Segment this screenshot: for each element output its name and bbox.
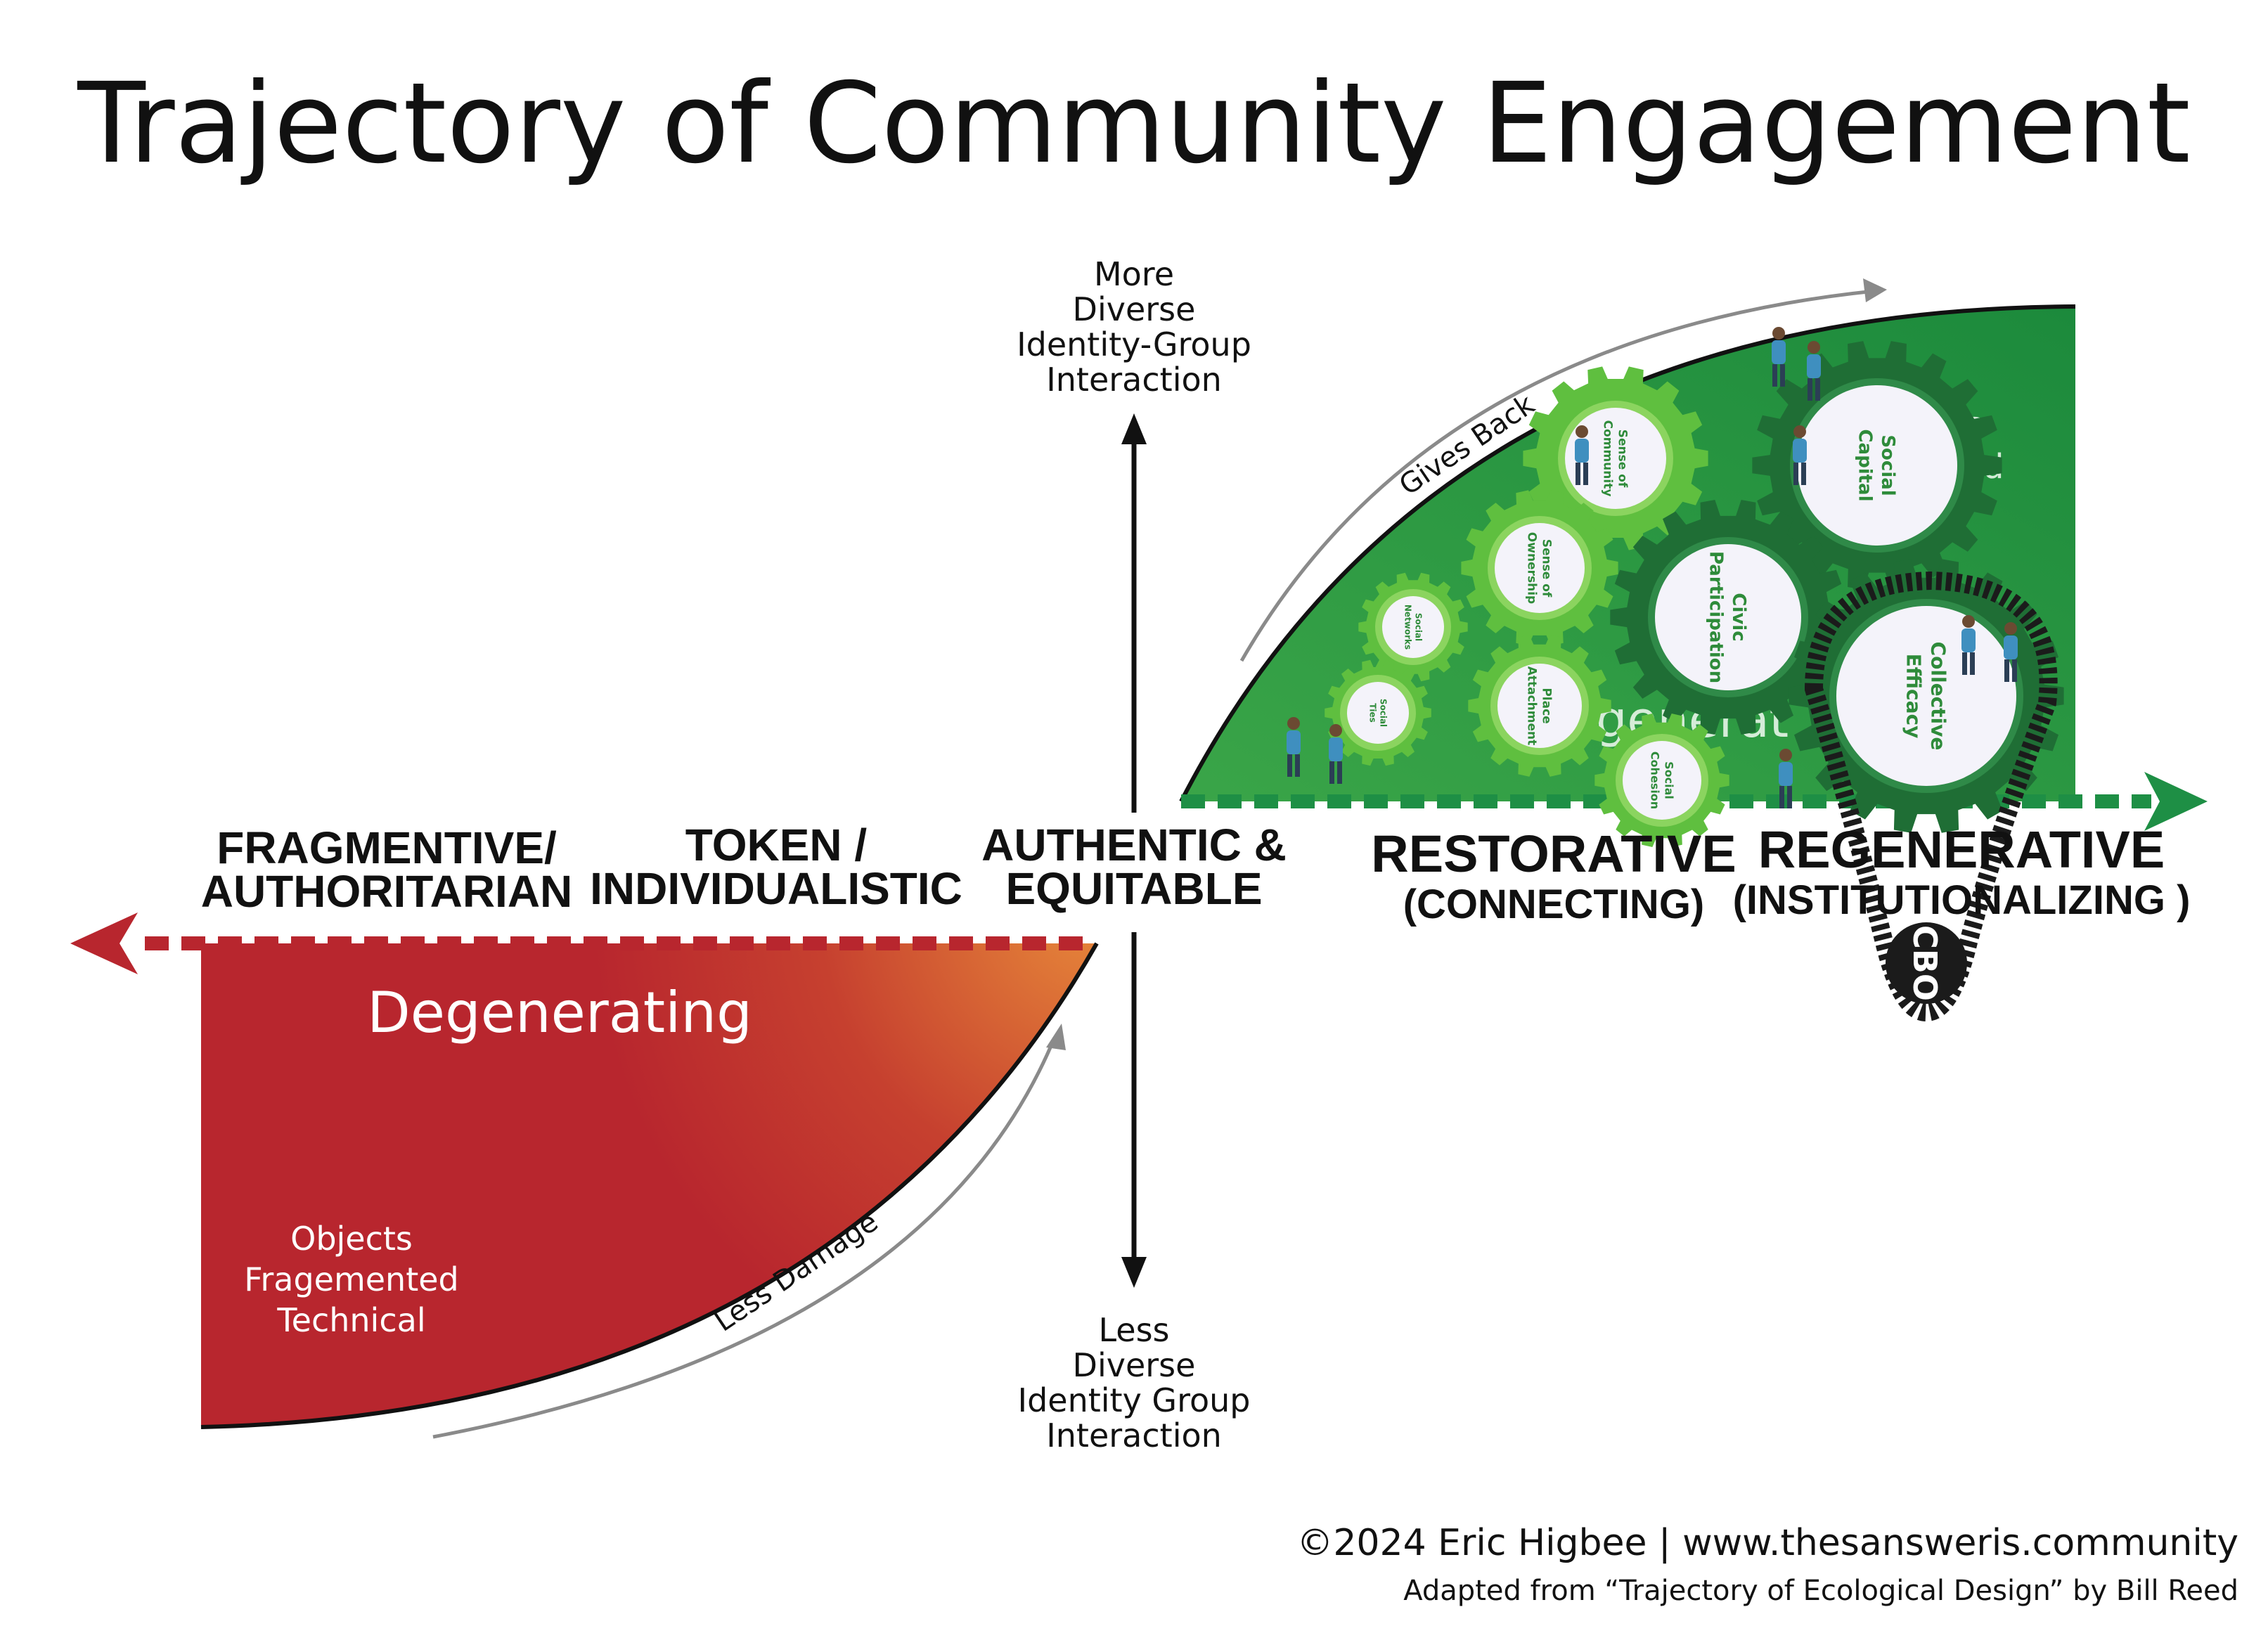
gear-label-line: Sense of: [1616, 430, 1630, 488]
svg-text:Diverse: Diverse: [1073, 290, 1196, 328]
gear-label-line: Social: [1413, 613, 1423, 641]
vertical-axis-up-arrowhead: [1121, 413, 1147, 444]
stage-token: TOKEN / INDIVIDUALISTIC: [590, 820, 962, 914]
gear-label-line: Ownership: [1524, 532, 1538, 604]
svg-text:FRAGMENTIVE/: FRAGMENTIVE/: [217, 822, 557, 873]
gear-place-attachment: PlaceAttachment: [1468, 635, 1611, 777]
cbo-badge: [1886, 922, 1967, 1004]
gear-social-capital: SocialCapital: [1752, 341, 2002, 590]
gear-hub: [1797, 385, 1957, 546]
svg-text:Interaction: Interaction: [1046, 361, 1222, 399]
gear-social-ties: SocialTies: [1325, 659, 1431, 766]
gives-back-arrow: [1239, 289, 1875, 662]
svg-text:(CONNECTING): (CONNECTING): [1403, 882, 1705, 927]
gear-label-line: Efficacy: [1902, 654, 1926, 739]
gear-label: PlaceAttachment: [1524, 666, 1553, 746]
gear-hub: [1497, 664, 1582, 748]
gear-label: CollectiveEfficacy: [1902, 642, 1950, 751]
gear-label: SocialTies: [1367, 699, 1388, 727]
page-title: Trajectory of Community Engagement: [77, 59, 2190, 188]
gear-hub: [1836, 606, 2016, 786]
axis-label-gap: [1111, 813, 1157, 932]
gear-label-line: Attachment: [1524, 666, 1538, 746]
gear-social-networks: SocialNetworks: [1358, 572, 1468, 682]
more-diverse-label: More Diverse Identity-Group Interaction: [1017, 255, 1251, 399]
svg-text:TOKEN /: TOKEN /: [685, 820, 868, 870]
gear-label-line: Sense of: [1540, 539, 1554, 598]
svg-text:Technical: Technical: [276, 1301, 425, 1339]
adapted-from-line: Adapted from “Trajectory of Ecological D…: [1403, 1575, 2238, 1607]
gear-social-cohesion: SocialCohesion: [1594, 714, 1729, 847]
gear-label-line: Ties: [1367, 703, 1377, 723]
gear-label-line: Participation: [1706, 551, 1727, 683]
stage-fragmentive: FRAGMENTIVE/ AUTHORITARIAN: [201, 822, 573, 917]
degenerating-label: Degenerating: [367, 980, 752, 1045]
gear-hub: [1623, 741, 1701, 820]
svg-text:AUTHORITARIAN: AUTHORITARIAN: [201, 866, 573, 917]
gear-label: SocialCapital: [1855, 429, 1899, 501]
svg-text:More: More: [1094, 255, 1174, 293]
left-arrowhead: [70, 912, 138, 974]
svg-text:Interaction: Interaction: [1046, 1417, 1222, 1454]
credit-line: ©2024 Eric Higbee | www.thesansweris.com…: [1296, 1522, 2238, 1564]
gear-label-line: Social: [1662, 761, 1675, 799]
vertical-axis-down-arrowhead: [1121, 1257, 1147, 1288]
gear-label-line: Networks: [1403, 605, 1412, 650]
gear-label-line: Place: [1540, 688, 1554, 723]
svg-text:INDIVIDUALISTIC: INDIVIDUALISTIC: [590, 863, 962, 914]
gear-sense-of-ownership: Sense ofOwnership: [1461, 490, 1618, 646]
svg-text:Identity Group: Identity Group: [1018, 1381, 1251, 1419]
gear-label-line: Civic: [1728, 593, 1749, 641]
svg-text:EQUITABLE: EQUITABLE: [1005, 863, 1262, 914]
gear-label-line: Community: [1600, 420, 1614, 497]
svg-text:(INSTITUTIONALIZING ): (INSTITUTIONALIZING ): [1733, 877, 2191, 923]
svg-text:Diverse: Diverse: [1073, 1346, 1196, 1384]
svg-text:AUTHENTIC &: AUTHENTIC &: [981, 820, 1287, 870]
less-damage-arrowhead: [1046, 1024, 1066, 1050]
stage-regenerative: REGENERATIVE (INSTITUTIONALIZING ): [1733, 820, 2191, 923]
right-arrowhead: [2144, 772, 2208, 831]
gear-label: SocialNetworks: [1403, 605, 1423, 650]
gear-hub: [1382, 596, 1444, 658]
svg-text:Less: Less: [1098, 1311, 1169, 1349]
gear-label: CivicParticipation: [1706, 551, 1750, 683]
degenerating-region: [201, 943, 1097, 1427]
gear-label: SocialCohesion: [1648, 751, 1675, 809]
gear-label-line: Social: [1877, 434, 1898, 496]
degenerating-descriptors: Objects Fragemented Technical: [244, 1220, 459, 1339]
gear-label-line: Cohesion: [1648, 751, 1661, 809]
gear-label-line: Capital: [1855, 429, 1876, 501]
stage-authentic: AUTHENTIC & EQUITABLE: [981, 820, 1287, 914]
less-diverse-label: Less Diverse Identity Group Interaction: [1018, 1311, 1251, 1454]
svg-text:REGENERATIVE: REGENERATIVE: [1758, 820, 2165, 879]
gear-hub: [1565, 408, 1666, 509]
gear-label: Sense ofOwnership: [1524, 532, 1553, 604]
svg-text:Objects: Objects: [290, 1220, 413, 1258]
stage-restorative: RESTORATIVE (CONNECTING): [1371, 825, 1736, 927]
cbo-label: CBO: [1906, 925, 1944, 1001]
regenerative-curve: [1179, 304, 2076, 803]
gear-label-line: Collective: [1927, 642, 1950, 751]
gear-civic-participation: CivicParticipation: [1610, 500, 1846, 735]
less-damage-arrow: [432, 1037, 1057, 1439]
svg-text:RESTORATIVE: RESTORATIVE: [1371, 825, 1736, 883]
svg-text:Identity-Group: Identity-Group: [1017, 325, 1251, 363]
svg-text:Fragemented: Fragemented: [244, 1260, 459, 1298]
gear-sense-of-community: Sense ofCommunity: [1523, 366, 1708, 550]
gear-label: Sense ofCommunity: [1600, 420, 1629, 497]
gear-hub: [1347, 682, 1409, 744]
cbo-belt: CBO: [1804, 571, 2058, 1022]
gear-hub: [1495, 523, 1585, 613]
gives-back-arrowhead: [1863, 278, 1887, 302]
gear-hub: [1655, 544, 1801, 690]
gear-label-line: Social: [1378, 699, 1388, 727]
degenerating-curve: [200, 942, 1099, 1429]
